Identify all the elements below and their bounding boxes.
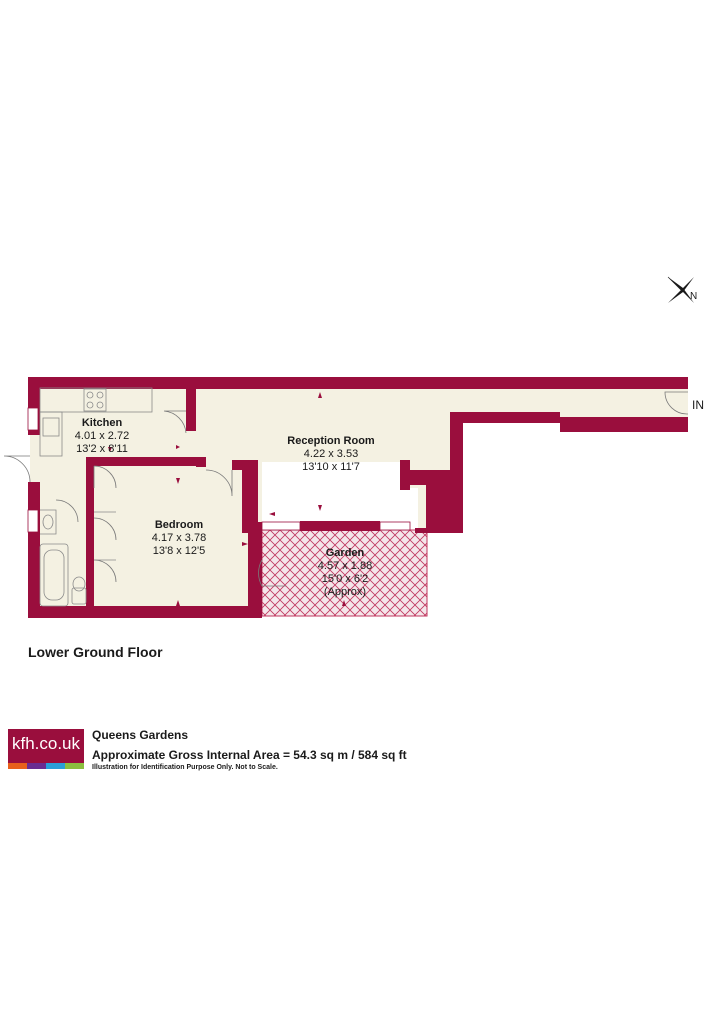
- garden-name: Garden: [326, 547, 365, 559]
- logo-bar-orange: [8, 763, 27, 769]
- reception-name: Reception Room: [287, 435, 375, 447]
- dimension-arrows: [108, 392, 346, 606]
- floor-area: [30, 378, 688, 616]
- disclaimer: Illustration for Identification Purpose …: [92, 764, 278, 771]
- agent-logo[interactable]: kfh.co.uk: [8, 729, 84, 769]
- property-info: Queens Gardens Approximate Gross Interna…: [92, 728, 407, 773]
- logo-bar-purple: [27, 763, 46, 769]
- logo-text: kfh.co.uk: [11, 734, 81, 753]
- compass-north-label: N: [690, 291, 697, 302]
- reception-imperial: 13'10 x 11'7: [302, 461, 360, 473]
- logo-color-bar: [8, 763, 84, 769]
- bedroom-name: Bedroom: [155, 519, 204, 531]
- windows: [27, 407, 411, 533]
- logo-bar-blue: [46, 763, 65, 769]
- bedroom-metric: 4.17 x 3.78: [152, 532, 206, 544]
- floor-title: Lower Ground Floor: [28, 644, 163, 660]
- garden-metric: 4.57 x 1.88: [318, 560, 372, 572]
- gross-area: Approximate Gross Internal Area = 54.3 s…: [92, 748, 407, 762]
- garden-imperial: 15'0 x 6'2: [322, 573, 368, 585]
- reception-metric: 4.22 x 3.53: [304, 448, 358, 460]
- entry-label: IN: [692, 398, 704, 412]
- property-name: Queens Gardens: [92, 728, 189, 742]
- compass-icon: [667, 276, 694, 303]
- kitchen-label: Kitchen 4.01 x 2.72 13'2 x 8'11: [75, 417, 129, 455]
- bathroom-fixtures: [39, 509, 116, 607]
- kitchen-imperial: 13'2 x 8'11: [76, 443, 128, 455]
- kitchen-fixtures: [39, 387, 153, 457]
- reception-label: Reception Room 4.22 x 3.53 13'10 x 11'7: [287, 435, 375, 473]
- kitchen-name: Kitchen: [82, 417, 123, 429]
- bedroom-imperial: 13'8 x 12'5: [153, 545, 206, 557]
- garden-note: (Approx): [324, 586, 366, 598]
- walls: [28, 377, 688, 618]
- garden-label: Garden 4.57 x 1.88 15'0 x 6'2 (Approx): [318, 547, 372, 598]
- bedroom-label: Bedroom 4.17 x 3.78 13'8 x 12'5: [152, 519, 206, 557]
- logo-bar-green: [65, 763, 84, 769]
- kitchen-metric: 4.01 x 2.72: [75, 430, 129, 442]
